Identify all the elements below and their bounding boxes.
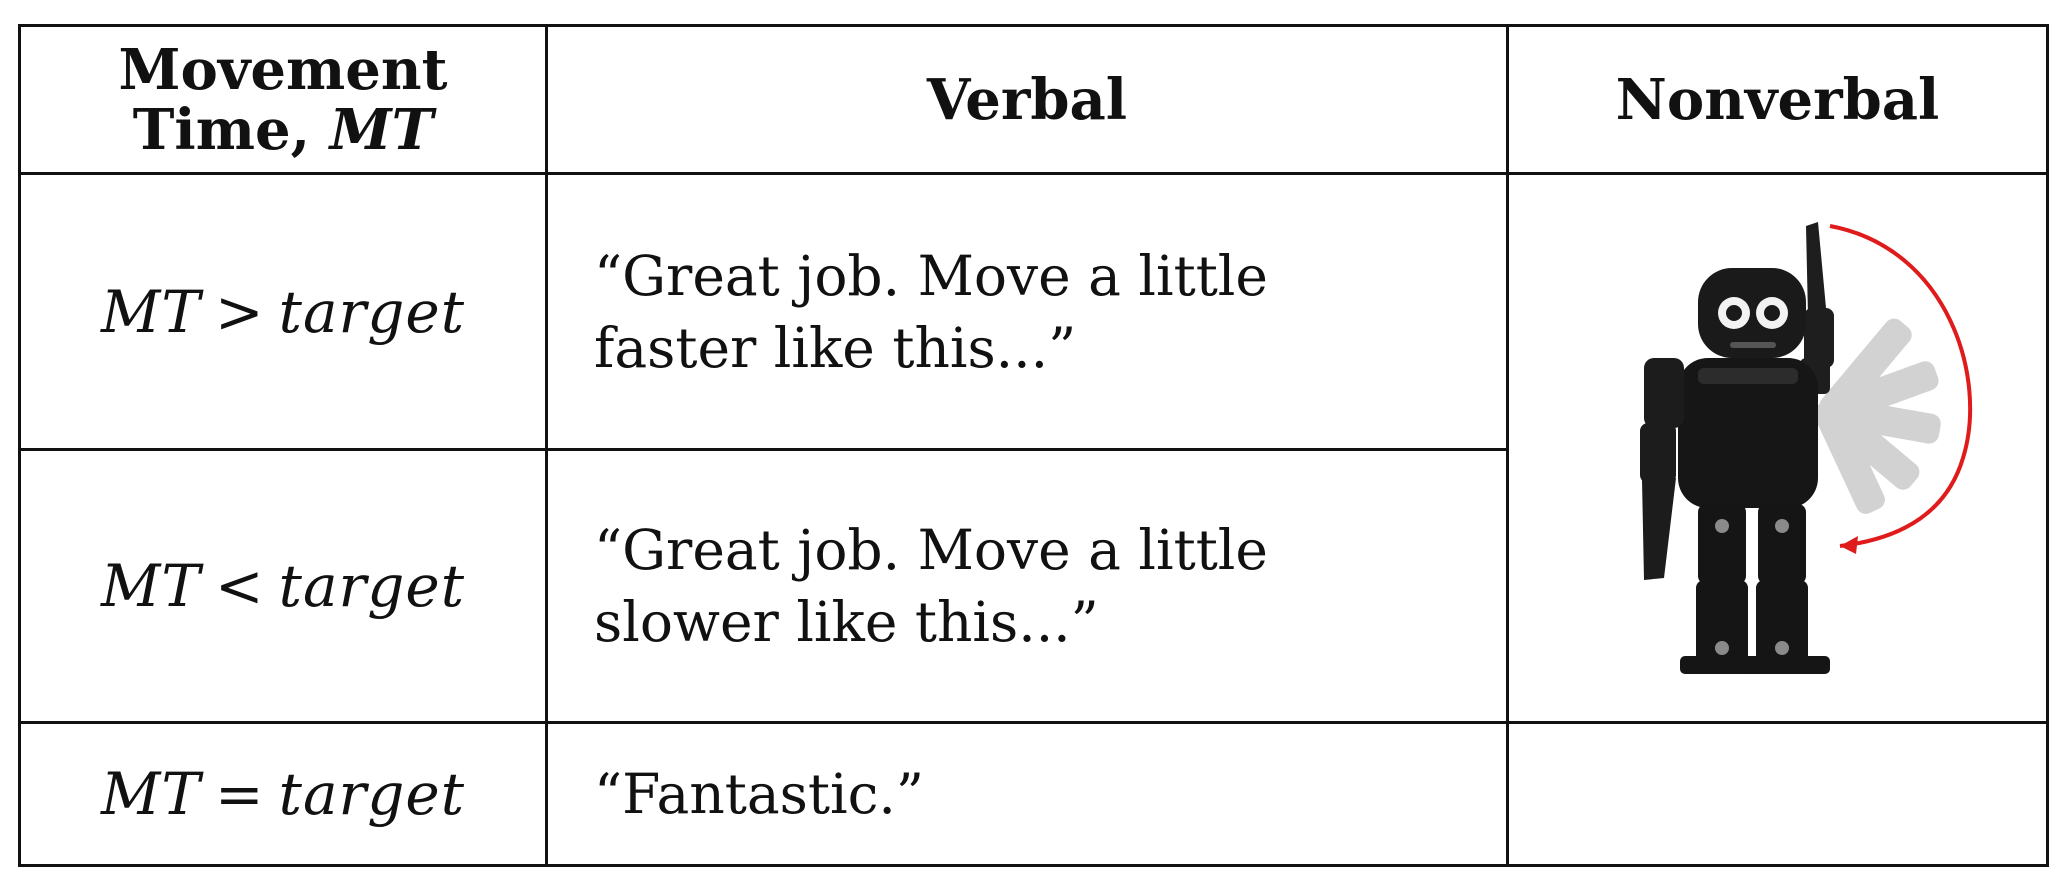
table-header-row: Movement Time, MT Verbal Nonverbal	[18, 24, 2049, 175]
table-row: MT=target “Fantastic.”	[18, 721, 2049, 867]
table-row: MT<target “Great job. Move a little slow…	[18, 448, 2048, 724]
verbal-cell-slower: “Great job. Move a little slower like th…	[545, 448, 1509, 724]
nonverbal-empty-cell	[1506, 721, 2049, 867]
verbal-cell-fantastic: “Fantastic.”	[545, 721, 1509, 867]
nonverbal-robot-cell	[1506, 172, 2049, 724]
table-row: MT>target “Great job. Move a little fast…	[18, 172, 2049, 724]
condition-cell-equal: MT=target	[18, 721, 548, 867]
header-movement-time-line2: Time, MT	[132, 96, 434, 163]
header-movement-time: Movement Time, MT	[18, 24, 548, 175]
robot-waving-arm-icon	[1639, 222, 1972, 674]
header-movement-time-line1: Movement	[118, 36, 448, 103]
header-nonverbal: Nonverbal	[1506, 24, 2049, 175]
feedback-table: Movement Time, MT Verbal Nonverbal MT>ta…	[18, 24, 2049, 867]
condition-cell-less: MT<target	[18, 448, 548, 724]
condition-cell-greater: MT>target	[18, 172, 548, 451]
verbal-cell-faster: “Great job. Move a little faster like th…	[545, 172, 1509, 451]
header-verbal: Verbal	[545, 24, 1509, 175]
